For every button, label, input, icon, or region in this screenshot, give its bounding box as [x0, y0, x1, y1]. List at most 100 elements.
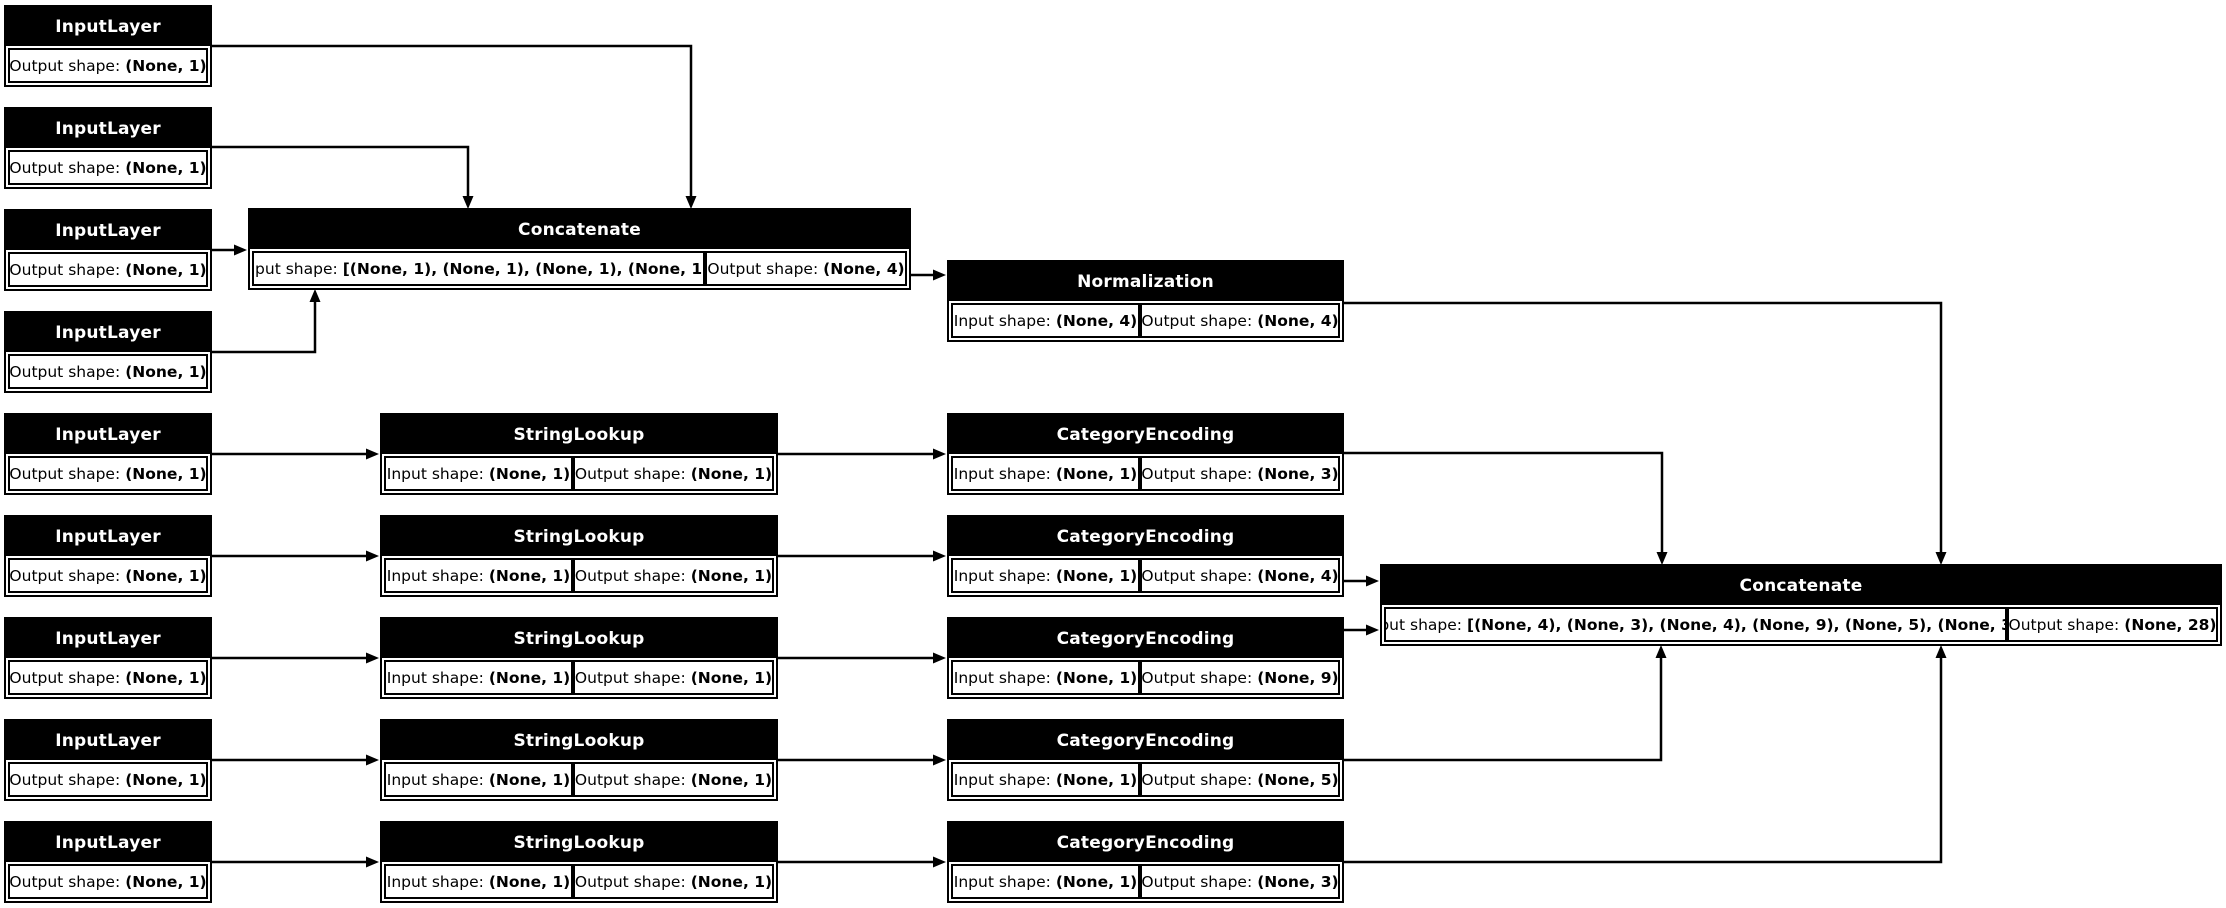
shape-label: Output shape:: [9, 260, 121, 279]
shape-label: Output shape:: [574, 566, 686, 585]
shape-label: Output shape:: [9, 770, 121, 789]
edge-input_2-to-concatenate_1: [212, 145, 470, 197]
input-shape-cell: Input shape:(None, 1): [951, 660, 1140, 695]
output-shape-cell: Output shape:(None, 1): [8, 864, 208, 899]
layer-shape-row: Input shape:[(None, 1), (None, 1), (None…: [250, 249, 909, 288]
shape-value: (None, 1): [488, 872, 571, 891]
shape-value: (None, 1): [1055, 872, 1138, 891]
arrowhead-string_lookup_5-to-category_encoding_5: [933, 856, 946, 868]
shape-label: Output shape:: [9, 464, 121, 483]
input-shape-cell: Input shape:[(None, 1), (None, 1), (None…: [252, 251, 705, 286]
layer-type-label: InputLayer: [6, 517, 210, 556]
arrowhead-normalization-to-concatenate_2: [1935, 552, 1947, 565]
shape-value: (None, 3): [1257, 464, 1339, 483]
shape-label: Output shape:: [9, 566, 121, 585]
layer-shape-row: Input shape:[(None, 4), (None, 3), (None…: [1382, 605, 2220, 644]
layer-shape-row: Input shape:(None, 1)Output shape:(None,…: [949, 760, 1342, 799]
layer-type-label: CategoryEncoding: [949, 619, 1342, 658]
layer-shape-row: Input shape: (None, 1)Output shape:(None,…: [382, 556, 776, 595]
edge-category_encoding_1-to-concatenate_2: [1344, 451, 1664, 553]
input-shape-cell: Input shape:(None, 1): [384, 660, 573, 695]
shape-value: (None, 1): [125, 362, 207, 381]
input-shape-cell: Input shape:(None, 1): [384, 456, 573, 491]
layer-type-label: InputLayer: [6, 313, 210, 352]
layer-shape-row: Output shape:(None, 1): [6, 862, 210, 901]
layer-type-label: InputLayer: [6, 721, 210, 760]
output-shape-cell: Output shape:(None, 3): [1140, 864, 1340, 899]
layer-type-label: StringLookup: [382, 619, 776, 658]
shape-value: (None, 1): [1055, 464, 1138, 483]
output-shape-cell: Output shape:(None, 28): [2007, 607, 2218, 642]
arrowhead-string_lookup_3-to-category_encoding_3: [933, 652, 946, 664]
shape-label: Output shape:: [1141, 872, 1253, 891]
layer-shape-row: Output shape:(None, 1): [6, 148, 210, 187]
layer-type-label: StringLookup: [382, 415, 776, 454]
shape-value: (None, 1): [690, 464, 773, 483]
output-shape-cell: Output shape:(None, 1): [8, 660, 208, 695]
shape-label: Output shape:: [9, 872, 121, 891]
arrowhead-input_8-to-string_lookup_4: [366, 754, 379, 766]
layer-type-label: CategoryEncoding: [949, 721, 1342, 760]
shape-value: (None, 4): [823, 259, 905, 278]
edge-category_encoding_5-to-concatenate_2: [1344, 657, 1943, 864]
layer-shape-row: Input shape:(None, 1)Output shape:(None,…: [949, 658, 1342, 697]
shape-value: (None, 1): [125, 668, 207, 687]
shape-value: (None, 1): [690, 566, 773, 585]
layer-type-label: InputLayer: [6, 211, 210, 250]
shape-label: Output shape:: [9, 56, 121, 75]
shape-value: (None, 1): [1055, 668, 1138, 687]
shape-label: Input shape:: [953, 566, 1051, 585]
layer-type-label: CategoryEncoding: [949, 517, 1342, 556]
output-shape-cell: Output shape:(None, 3): [1140, 456, 1340, 491]
edge-normalization-to-concatenate_2: [1344, 301, 1943, 553]
output-shape-cell: Output shape:(None, 1): [573, 864, 774, 899]
output-shape-cell: Output shape:(None, 1): [573, 558, 774, 593]
layer-shape-row: Output shape:(None, 1): [6, 556, 210, 595]
arrowhead-string_lookup_1-to-category_encoding_1: [933, 448, 946, 460]
input-shape-cell: Input shape:(None, 1): [951, 456, 1140, 491]
output-shape-cell: Output shape:(None, 4): [705, 251, 907, 286]
arrowhead-input_1-to-concatenate_1: [685, 196, 697, 209]
shape-label: Output shape:: [574, 464, 686, 483]
shape-label: Input shape:: [386, 464, 484, 483]
layer-shape-row: Output shape:(None, 1): [6, 352, 210, 391]
layer-type-label: StringLookup: [382, 721, 776, 760]
shape-label: Output shape:: [574, 668, 686, 687]
shape-label: Input shape:: [386, 668, 484, 687]
shape-value: (None, 1): [1055, 770, 1138, 789]
arrowhead-input_9-to-string_lookup_5: [366, 856, 379, 868]
arrowhead-string_lookup_4-to-category_encoding_4: [933, 754, 946, 766]
shape-value: (None, 1): [125, 770, 207, 789]
output-shape-cell: Output shape:(None, 1): [573, 456, 774, 491]
input-shape-cell: Input shape:(None, 1): [951, 864, 1140, 899]
layer-node-concatenate_2: ConcatenateInput shape:[(None, 4), (None…: [1380, 564, 2222, 646]
output-shape-cell: Output shape:(None, 9): [1140, 660, 1340, 695]
shape-value: (None, 9): [1257, 668, 1339, 687]
layer-shape-row: Input shape:(None, 1)Output shape:(None,…: [949, 454, 1342, 493]
shape-value: (None, 1): [125, 872, 207, 891]
output-shape-cell: Output shape:(None, 4): [1140, 303, 1340, 338]
layer-shape-row: Output shape:(None, 1): [6, 760, 210, 799]
output-shape-cell: Output shape:(None, 1): [8, 558, 208, 593]
arrowhead-input_5-to-string_lookup_1: [366, 448, 379, 460]
shape-value: (None, 1): [125, 158, 207, 177]
edge-input_1-to-concatenate_1: [212, 44, 693, 197]
shape-value: (None, 1): [125, 56, 207, 75]
shape-label: Input shape:: [953, 668, 1051, 687]
shape-value: [(None, 4), (None, 3), (None, 4), (None,…: [1467, 615, 2007, 634]
layer-shape-row: Output shape:(None, 1): [6, 46, 210, 85]
shape-label: Input shape:: [386, 566, 484, 585]
